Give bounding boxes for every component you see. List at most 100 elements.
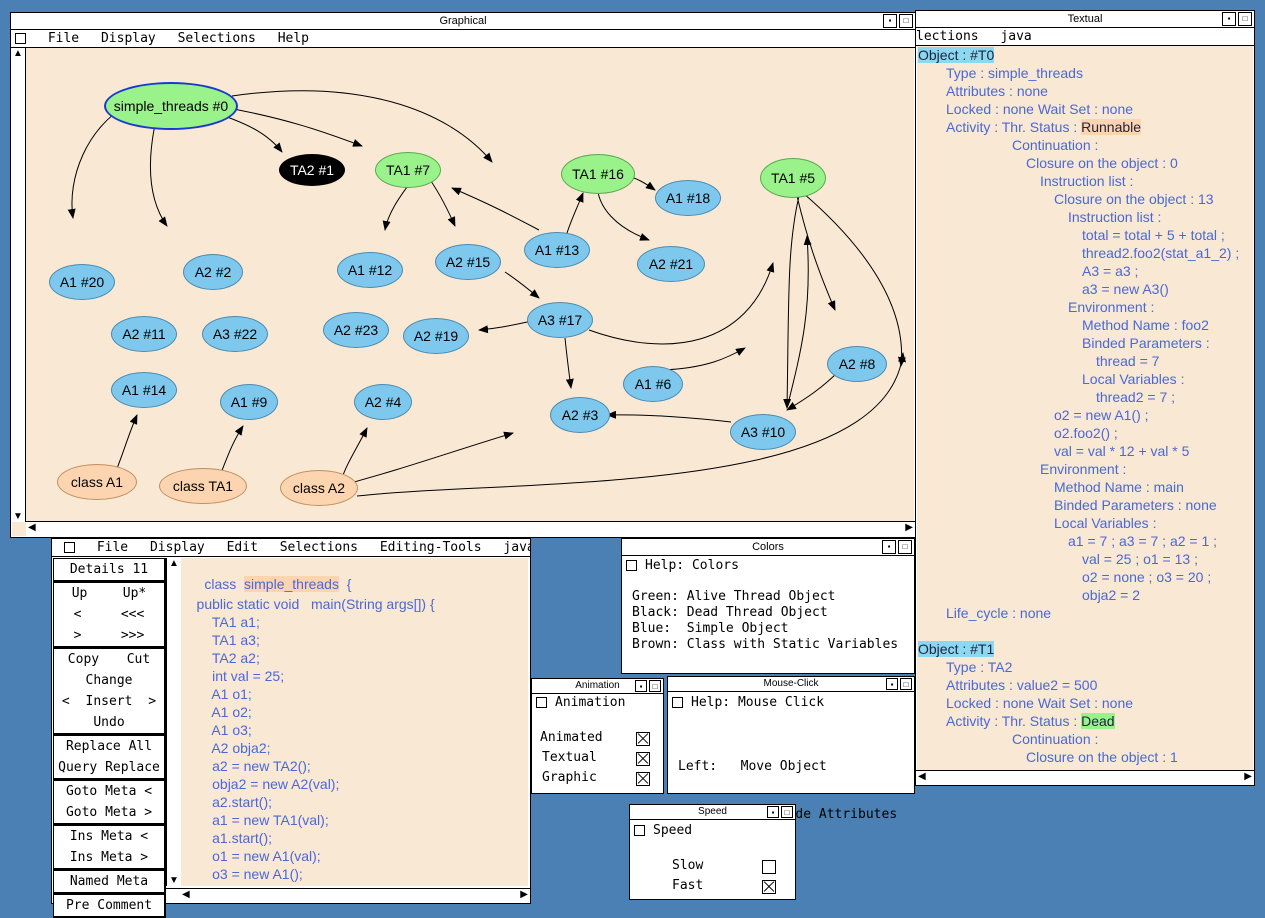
object-node-a3-17[interactable]: A3 #17: [527, 302, 593, 338]
scroll-right-arrow-icon[interactable]: ▶: [905, 522, 913, 533]
insert-button[interactable]: Insert: [85, 694, 133, 709]
menu-selections[interactable]: Selections: [279, 540, 359, 555]
menu-selections[interactable]: Selections: [177, 31, 256, 46]
menu-display[interactable]: Display: [100, 31, 156, 46]
maximize-button[interactable]: □: [899, 14, 913, 28]
object-node-a3-10[interactable]: A3 #10: [730, 414, 796, 450]
scroll-left-arrow-icon[interactable]: ◀: [918, 771, 926, 782]
next-button[interactable]: >: [73, 628, 82, 643]
cut-button[interactable]: Cut: [126, 652, 151, 667]
object-header[interactable]: Object : #T1: [918, 641, 995, 657]
maximize-button[interactable]: □: [900, 678, 912, 690]
query-replace-button[interactable]: Query Replace: [58, 760, 160, 775]
object-node-a2-4[interactable]: A2 #4: [354, 384, 412, 420]
goto-meta-next-button[interactable]: Goto Meta >: [65, 805, 153, 820]
code-editor-text[interactable]: class simple_threads { public static voi…: [181, 558, 528, 886]
help-checkbox[interactable]: [626, 560, 637, 571]
thread-node-ta1-7[interactable]: TA1 #7: [375, 152, 441, 188]
object-node-a1-6[interactable]: A1 #6: [623, 366, 683, 402]
named-meta-button[interactable]: Named Meta: [69, 874, 149, 889]
scroll-up-arrow-icon[interactable]: ▲: [169, 558, 179, 569]
mouse-click-title-bar[interactable]: Mouse-Click ▪ □: [668, 677, 914, 692]
slow-checkbox[interactable]: [762, 860, 776, 874]
menu-file[interactable]: File: [96, 540, 129, 555]
object-node-a1-14[interactable]: A1 #14: [111, 372, 177, 408]
minimize-button[interactable]: ▪: [1222, 12, 1236, 26]
menu-display[interactable]: Display: [149, 540, 205, 555]
speed-option-fast[interactable]: Fast: [672, 878, 776, 894]
window-menu-box[interactable]: [64, 542, 75, 553]
object-header[interactable]: Object : #T0: [918, 47, 995, 63]
last-button[interactable]: >>>: [120, 628, 145, 643]
fast-checkbox[interactable]: [762, 880, 776, 894]
maximize-button[interactable]: □: [781, 806, 793, 818]
maximize-button[interactable]: □: [649, 680, 661, 692]
minimize-button[interactable]: ▪: [635, 680, 647, 692]
scroll-right-arrow-icon[interactable]: ▶: [520, 889, 528, 900]
minimize-button[interactable]: ▪: [767, 806, 779, 818]
menu-java[interactable]: java: [503, 540, 530, 555]
menu-java[interactable]: java: [1000, 29, 1032, 44]
animated-checkbox[interactable]: [636, 732, 650, 746]
graphical-title-bar[interactable]: Graphical ▪ □: [11, 13, 915, 30]
pre-comment-button[interactable]: Pre Comment: [65, 898, 153, 913]
scroll-up-arrow-icon[interactable]: ▲: [13, 48, 23, 59]
prev-button[interactable]: <: [73, 607, 82, 622]
object-node-a2-2[interactable]: A2 #2: [183, 254, 243, 290]
thread-node-simple-threads-0[interactable]: simple_threads #0: [104, 82, 238, 130]
menu-edit[interactable]: Edit: [226, 540, 258, 555]
object-graph-canvas[interactable]: A1 #20 simple_threads #0 TA2 #1 TA1 #7 T…: [27, 48, 913, 520]
animation-menu-box[interactable]: [536, 697, 547, 708]
first-button[interactable]: <<<: [120, 607, 145, 622]
scroll-left-arrow-icon[interactable]: ◀: [182, 889, 190, 900]
object-node-a1-18[interactable]: A1 #18: [655, 180, 721, 216]
up-star-button[interactable]: Up*: [122, 586, 147, 601]
undo-button[interactable]: Undo: [93, 715, 125, 730]
menu-file[interactable]: File: [47, 31, 80, 46]
thread-node-ta1-5[interactable]: TA1 #5: [760, 158, 826, 198]
object-node-a2-19[interactable]: A2 #19: [403, 318, 469, 354]
menu-editing-tools[interactable]: Editing-Tools: [379, 540, 482, 555]
object-node-a1-13[interactable]: A1 #13: [524, 232, 590, 268]
animation-option-animated[interactable]: Animated: [540, 730, 650, 746]
object-node-a2-21[interactable]: A2 #21: [637, 246, 705, 282]
object-node-a1-9[interactable]: A1 #9: [220, 384, 278, 420]
textual-title-bar[interactable]: Textual ▪ □: [916, 11, 1254, 28]
object-node-a2-23[interactable]: A2 #23: [323, 312, 389, 348]
scroll-left-arrow-icon[interactable]: ◀: [28, 522, 36, 533]
speed-menu-box[interactable]: [634, 825, 645, 836]
graphic-checkbox[interactable]: [636, 772, 650, 786]
speed-title-bar[interactable]: Speed ▪ □: [630, 805, 795, 820]
animation-title-bar[interactable]: Animation ▪ □: [532, 679, 663, 694]
object-node-a2-15[interactable]: A2 #15: [435, 244, 501, 280]
speed-option-slow[interactable]: Slow: [672, 858, 776, 874]
window-menu-box[interactable]: [15, 33, 26, 44]
animation-option-graphic[interactable]: Graphic: [542, 770, 650, 786]
editor-vertical-scrollbar[interactable]: ▲ ▼: [166, 558, 181, 886]
up-button[interactable]: Up: [71, 586, 88, 601]
help-checkbox[interactable]: [672, 697, 683, 708]
minimize-button[interactable]: ▪: [882, 540, 896, 554]
object-node-a3-22[interactable]: A3 #22: [202, 316, 268, 352]
textual-horizontal-scrollbar[interactable]: ◀ ▶: [916, 770, 1254, 785]
insert-left-button[interactable]: <: [61, 694, 70, 709]
graphical-vertical-scrollbar[interactable]: ▲ ▼: [11, 48, 26, 522]
object-node-a1-12[interactable]: A1 #12: [337, 252, 403, 288]
scroll-right-arrow-icon[interactable]: ▶: [1244, 771, 1252, 782]
ins-meta-next-button[interactable]: Ins Meta >: [69, 850, 149, 865]
object-node-a1-20[interactable]: A1 #20: [49, 264, 115, 300]
class-node-a1[interactable]: class A1: [57, 464, 137, 500]
change-button[interactable]: Change: [85, 673, 133, 688]
editor-horizontal-scrollbar[interactable]: ◀ ▶: [166, 888, 530, 903]
class-node-a2[interactable]: class A2: [280, 470, 358, 506]
ins-meta-prev-button[interactable]: Ins Meta <: [69, 829, 149, 844]
object-node-a2-11[interactable]: A2 #11: [111, 316, 177, 352]
class-node-ta1[interactable]: class TA1: [159, 468, 247, 504]
menu-selections[interactable]: lections: [916, 29, 979, 44]
maximize-button[interactable]: □: [1238, 12, 1252, 26]
animation-option-textual[interactable]: Textual: [542, 750, 650, 766]
thread-node-ta1-16[interactable]: TA1 #16: [561, 154, 635, 194]
thread-node-ta2-1[interactable]: TA2 #1: [279, 154, 345, 186]
menu-help[interactable]: Help: [277, 31, 310, 46]
